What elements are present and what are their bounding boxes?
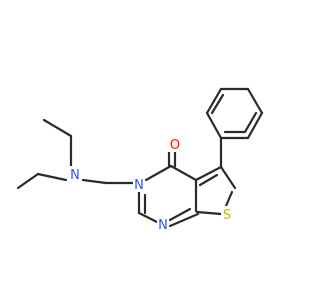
sulfur-symbol: S (223, 208, 231, 223)
ring-nitrogen-1-label: N (157, 216, 169, 233)
bond-phenyl-inner-b (243, 111, 258, 134)
bond-phenyl-c1-c2 (205, 111, 223, 140)
bond-c5-c6 (219, 165, 237, 190)
bond-c4a-c5 (194, 165, 223, 182)
bond-n-linker-ch2 (81, 178, 108, 185)
bond-phenyl-c4-c5 (246, 87, 264, 115)
bond-ethyl1-ch2-ch3 (42, 118, 73, 138)
bond-n-ethyl2-ch2 (36, 172, 68, 182)
sulfur-label: S (221, 206, 233, 223)
amine-nitrogen-label: N (69, 166, 81, 183)
amine-nitrogen-symbol: N (70, 168, 80, 183)
carbonyl-oxygen-label: O (168, 136, 182, 153)
bond-c4-c4a (169, 164, 198, 182)
bond-c7a-n1-double (168, 212, 200, 228)
carbonyl-oxygen-symbol: O (170, 138, 180, 153)
ring-nitrogen-3-label: N (133, 176, 145, 193)
bond-phenyl-inner-a (210, 93, 225, 115)
bond-phenyl-c5-c6 (246, 111, 264, 140)
bond-c6-s (224, 190, 234, 208)
ring-nitrogen-3-symbol: N (134, 178, 144, 193)
bond-n1-c2 (137, 211, 159, 224)
bond-layer (16, 87, 264, 228)
bond-ethyl2-ch2-ch3 (16, 172, 40, 190)
molecule-structure: N N N O S (16, 87, 264, 233)
bond-c4a-c5-inner (198, 173, 219, 187)
ring-nitrogen-1-symbol: N (158, 218, 168, 233)
bond-n3-c4 (144, 164, 173, 182)
bond-phenyl-c2-c3 (205, 87, 223, 115)
bond-c7a-n1-inner (168, 207, 192, 222)
bond-s-c7a (195, 210, 223, 216)
